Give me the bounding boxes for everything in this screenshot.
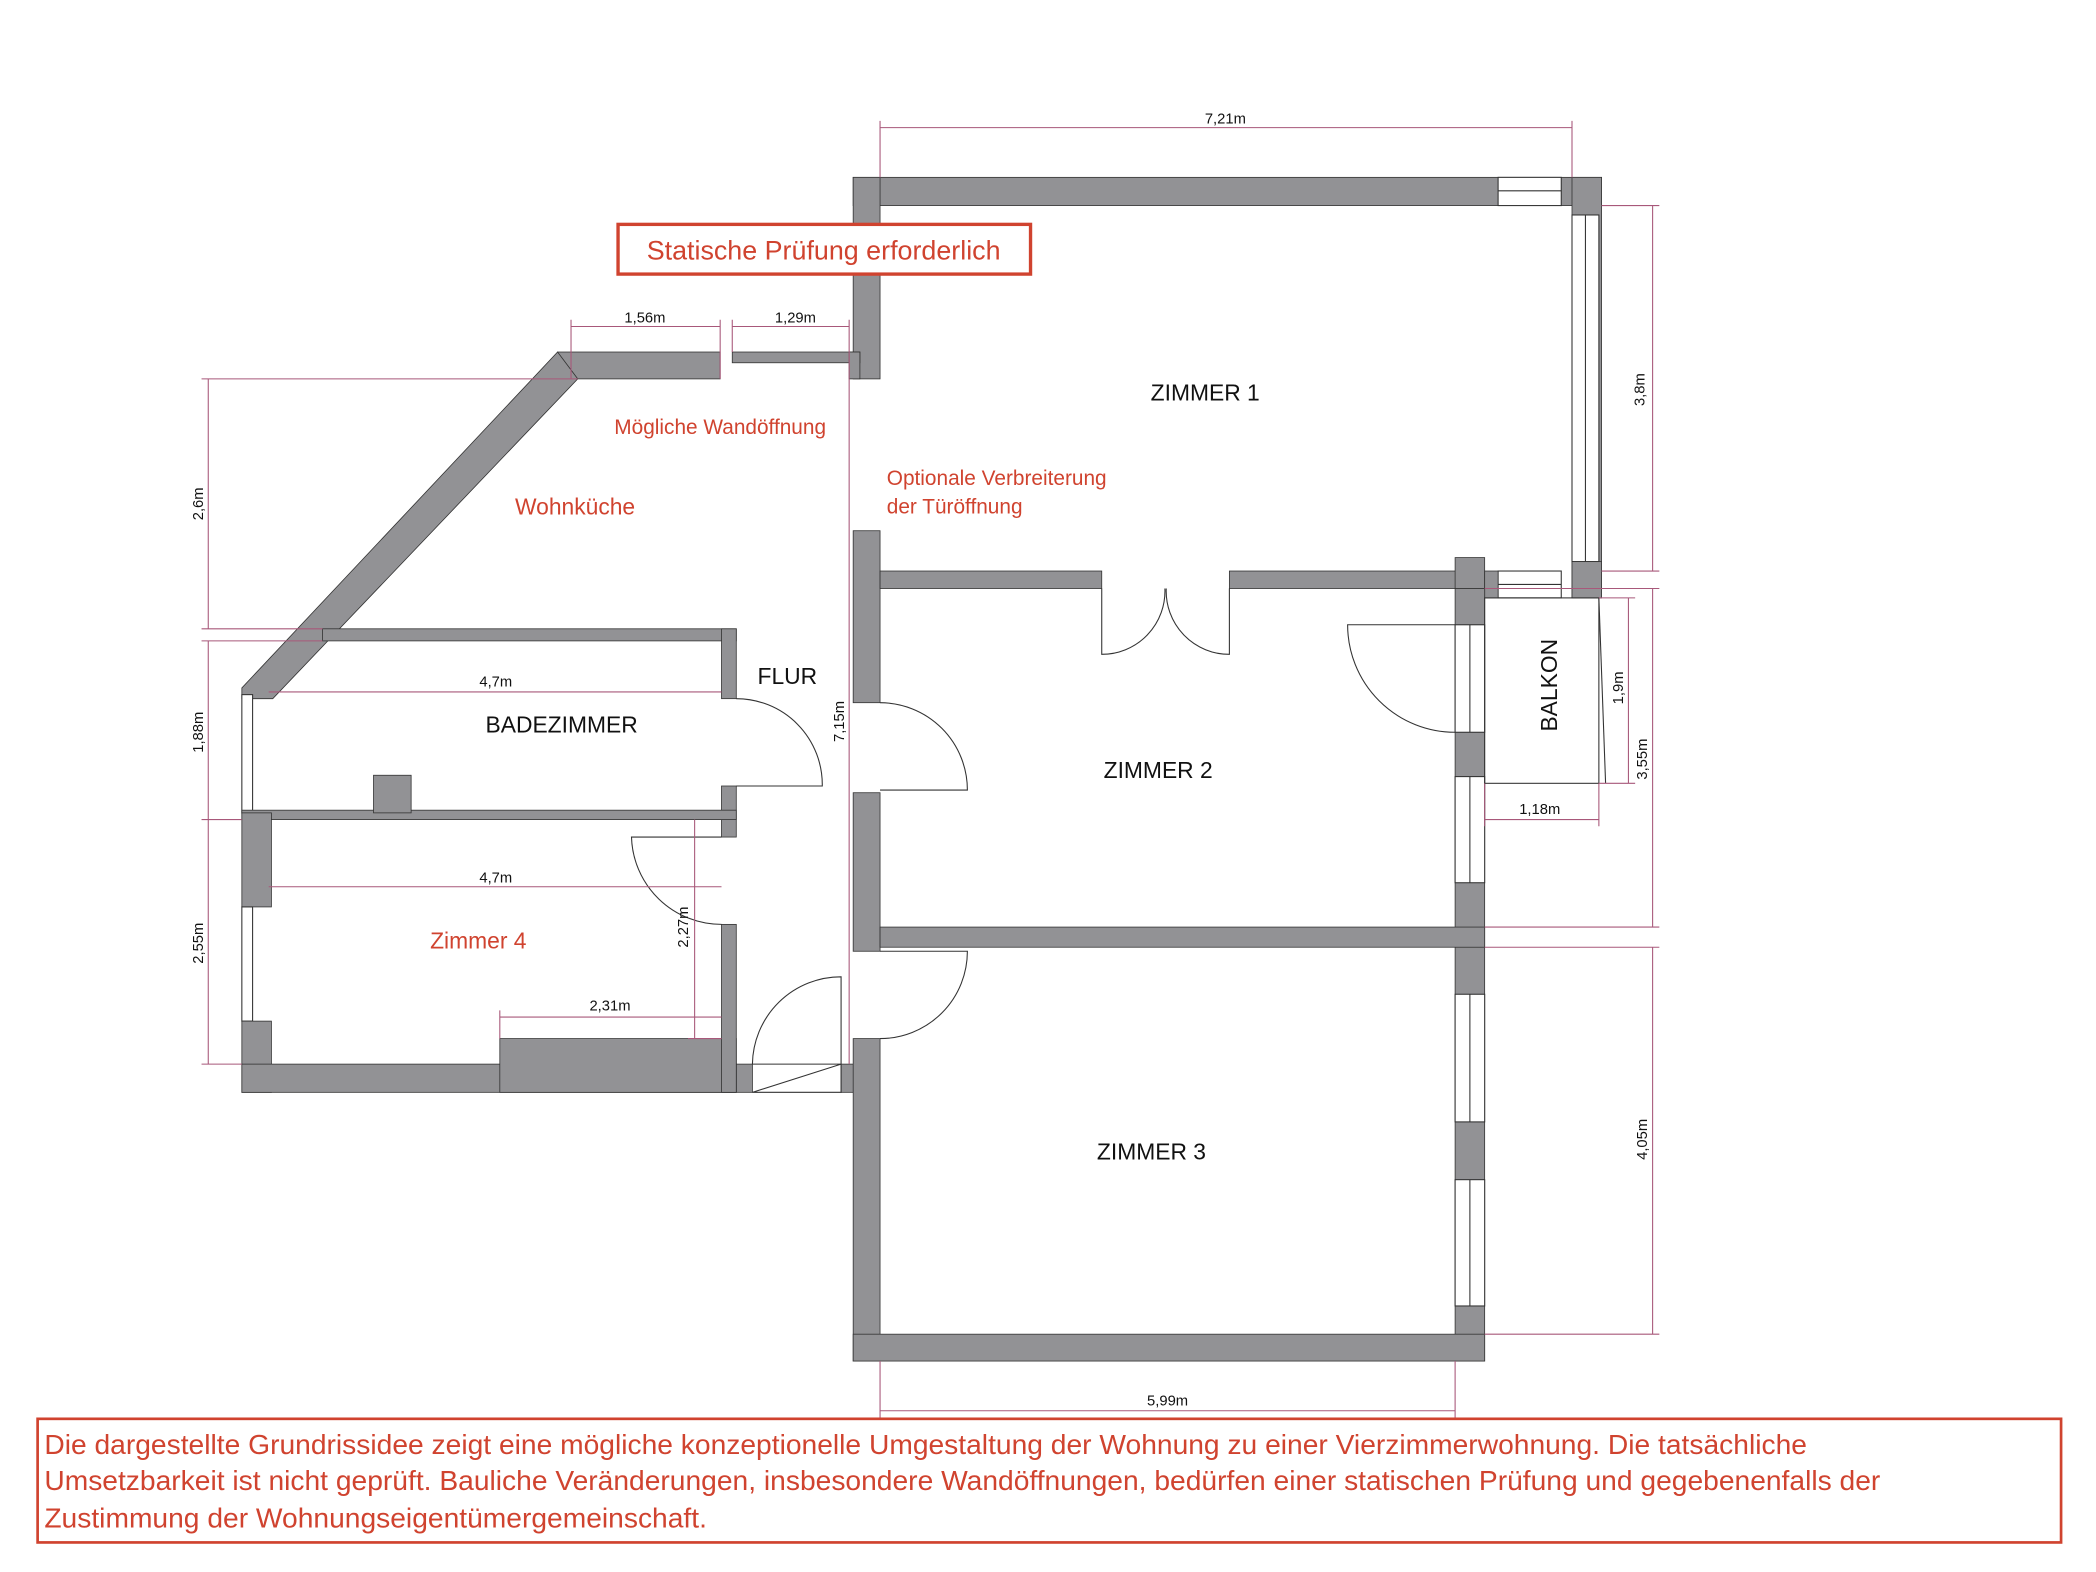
dim-bottom-width: 5,99m [1147, 1393, 1188, 1409]
window [1497, 176, 1562, 207]
dim-wall-a: 1,56m [624, 310, 665, 326]
dimension-labels: 7,21m 3,8m 1,56m 1,29m 2,6m 1,88m 2,55m … [191, 112, 1651, 1410]
dim-flur-length: 7,15m [832, 701, 848, 742]
door [736, 698, 823, 787]
wall-diagonal [241, 351, 579, 700]
wall-bath-top [322, 628, 737, 642]
annotation-wall-opening: Mögliche Wandöffnung [614, 416, 826, 439]
dim-zimmer4-width: 4,7m [479, 871, 512, 887]
wall-zimmer1-top [852, 176, 1602, 206]
dim-zimmer4-niche: 2,31m [589, 998, 630, 1014]
dim-bath-height: 1,88m [191, 712, 207, 753]
dim-zimmer2-height: 3,55m [1635, 739, 1651, 780]
door [880, 950, 968, 1040]
wall-zimmer1-left [852, 176, 881, 380]
room-label-flur: FLUR [758, 663, 818, 689]
dim-bath-width: 4,7m [479, 675, 512, 691]
walls [241, 176, 1607, 1362]
room-label-balkon: BALKON [1536, 639, 1562, 732]
wall-kitchen-top [557, 351, 721, 380]
room-label-badezimmer: BADEZIMMER [486, 711, 638, 737]
wall-bath-divider [241, 809, 737, 820]
room-label-wohnkueche: Wohnküche [515, 494, 635, 520]
double-door [1101, 588, 1230, 655]
annotation-door-widening-2: der Türöffnung [887, 495, 1023, 518]
dim-balkon-height: 1,9m [1611, 672, 1627, 705]
balkon-outline [1484, 597, 1600, 784]
room-label-zimmer1: ZIMMER 1 [1151, 379, 1260, 405]
dim-balkon-width: 1,18m [1519, 802, 1560, 818]
dim-zimmer3-height: 4,05m [1635, 1119, 1651, 1160]
disclaimer-line-2: Umsetzbarkeit ist nicht geprüft. Baulich… [44, 1464, 1880, 1496]
wall-flur-right [852, 530, 881, 704]
door [880, 702, 968, 791]
dimension-lines [201, 120, 1660, 1418]
doors [630, 588, 1456, 1093]
disclaimer-line-3: Zustimmung der Wohnungseigentümergemeins… [44, 1502, 707, 1534]
wall-zimmer3-bottom [852, 1333, 1486, 1362]
dim-zimmer1-height: 3,8m [1633, 373, 1649, 406]
warning-text: Statische Prüfung erforderlich [647, 235, 1001, 265]
window [241, 694, 254, 814]
dim-kitchen-height: 2,6m [191, 487, 207, 520]
dim-zimmer4-niche-height: 2,27m [676, 907, 692, 948]
warning-box [616, 222, 1033, 276]
annotation-door-widening-1: Optionale Verbreiterung [887, 467, 1107, 490]
wall-kitchen-top-thin [731, 351, 861, 364]
window [241, 906, 254, 1022]
disclaimer-box: Die dargestellte Grundrissidee zeigt ein… [36, 1417, 2063, 1544]
dim-wall-b: 1,29m [775, 310, 816, 326]
wall-zimmer2-3-divider [879, 926, 1486, 948]
room-label-zimmer2: ZIMMER 2 [1104, 757, 1213, 783]
door [1347, 624, 1456, 733]
door [751, 976, 842, 1093]
room-labels: ZIMMER 1 ZIMMER 2 ZIMMER 3 BADEZIMMER FL… [430, 379, 1562, 1164]
room-label-zimmer3: ZIMMER 3 [1097, 1139, 1206, 1165]
dim-top-width: 7,21m [1205, 112, 1246, 128]
wall-zimmer2-top [879, 570, 1103, 589]
dim-zimmer4-height: 2,55m [191, 923, 207, 964]
annotations: Mögliche Wandöffnung Optionale Verbreite… [614, 222, 1107, 518]
disclaimer-line-1: Die dargestellte Grundrissidee zeigt ein… [44, 1428, 1807, 1460]
door [630, 836, 722, 925]
room-label-zimmer4: Zimmer 4 [430, 928, 527, 954]
